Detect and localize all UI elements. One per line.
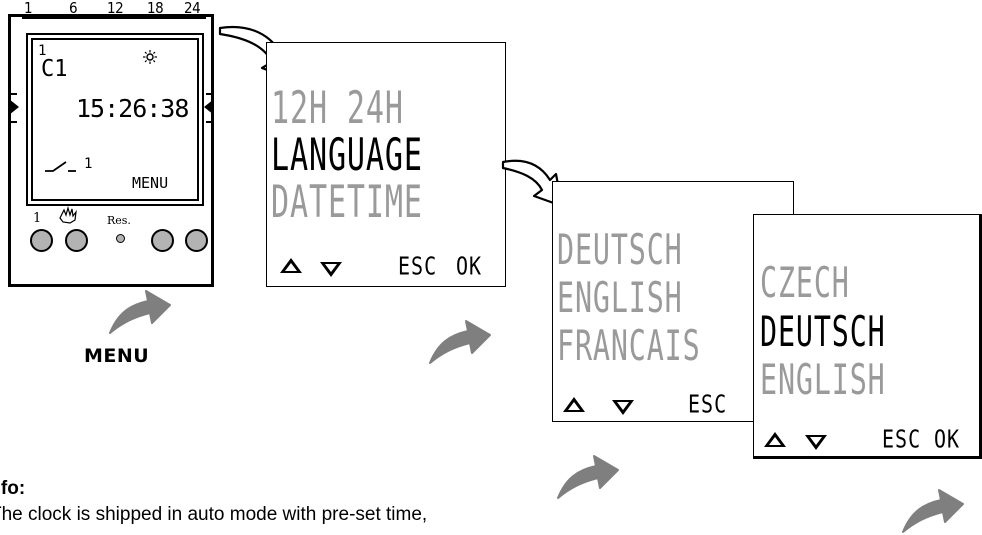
manual-button[interactable] [65, 229, 88, 252]
down-arrow-icon[interactable] [805, 435, 827, 450]
language-option-francais[interactable]: FRANCAIS [557, 320, 701, 371]
ok-label[interactable]: OK [456, 250, 483, 281]
press-arrow-icon [902, 489, 964, 533]
scale-label-18: 18 [147, 0, 164, 17]
esc-label[interactable]: ESC [688, 388, 728, 419]
press-arrow-icon [557, 455, 619, 499]
up-arrow-icon[interactable] [563, 397, 585, 412]
left-marker-icon [9, 99, 19, 115]
language-option-deutsch[interactable]: DEUTSCH [557, 224, 683, 275]
down-arrow-icon[interactable] [320, 262, 342, 277]
menu-caption: MENU [84, 345, 150, 367]
left-marker [9, 93, 17, 123]
scale-bar [22, 17, 206, 19]
info-heading: Info: [0, 478, 26, 499]
esc-label[interactable]: ESC [882, 423, 922, 454]
channel-button[interactable] [30, 229, 53, 252]
scale-label-1: 1 [24, 0, 33, 17]
reset-button[interactable] [116, 234, 125, 243]
main-menu-screen [266, 42, 506, 287]
press-arrow-icon [429, 320, 491, 364]
reset-label: Res. [107, 214, 131, 227]
right-marker-icon [204, 99, 214, 115]
press-arrow-icon [109, 290, 171, 334]
language-option-english[interactable]: ENGLISH [557, 272, 683, 323]
lcd-frame [26, 33, 204, 206]
timer-device: 1 6 12 18 24 1 C1 15:26:38 1 MENU 1 Res. [0, 0, 220, 290]
menu-button[interactable] [151, 229, 174, 252]
channel-readout: C1 [41, 55, 68, 83]
language-option-czech[interactable]: CZECH [760, 257, 850, 308]
language-option-english[interactable]: ENGLISH [760, 354, 886, 405]
channel-button-label: 1 [33, 211, 42, 226]
lcd-display [31, 38, 199, 201]
switch-state-icon [45, 161, 76, 172]
language-select-screen [753, 214, 982, 459]
program-number: 1 [38, 43, 47, 59]
menu-line-language[interactable]: LANGUAGE [271, 130, 423, 182]
down-arrow-icon[interactable] [612, 400, 634, 415]
sun-icon [143, 50, 157, 64]
scale-label-12: 12 [107, 0, 124, 17]
right-marker [206, 93, 214, 123]
language-option-deutsch[interactable]: DEUTSCH [760, 306, 886, 357]
hand-icon [59, 205, 77, 224]
esc-label[interactable]: ESC [398, 250, 438, 281]
menu-line-12h-24h[interactable]: 12H 24H [271, 83, 404, 135]
time-readout: 15:26:38 [76, 94, 189, 123]
info-text: The clock is shipped in auto mode with p… [0, 504, 428, 525]
scale-label-6: 6 [69, 0, 78, 17]
hour-scale: 1 6 12 18 24 [24, 0, 214, 16]
up-arrow-icon[interactable] [764, 432, 786, 447]
ok-button[interactable] [185, 229, 208, 252]
menu-label: MENU [132, 174, 169, 192]
menu-line-datetime[interactable]: DATETIME [271, 177, 423, 229]
up-arrow-icon[interactable] [280, 258, 302, 273]
ok-label[interactable]: OK [934, 423, 961, 454]
scale-label-24: 24 [184, 0, 201, 17]
switch-state-label: 1 [84, 156, 93, 172]
transition-arrow-icon [501, 159, 564, 208]
